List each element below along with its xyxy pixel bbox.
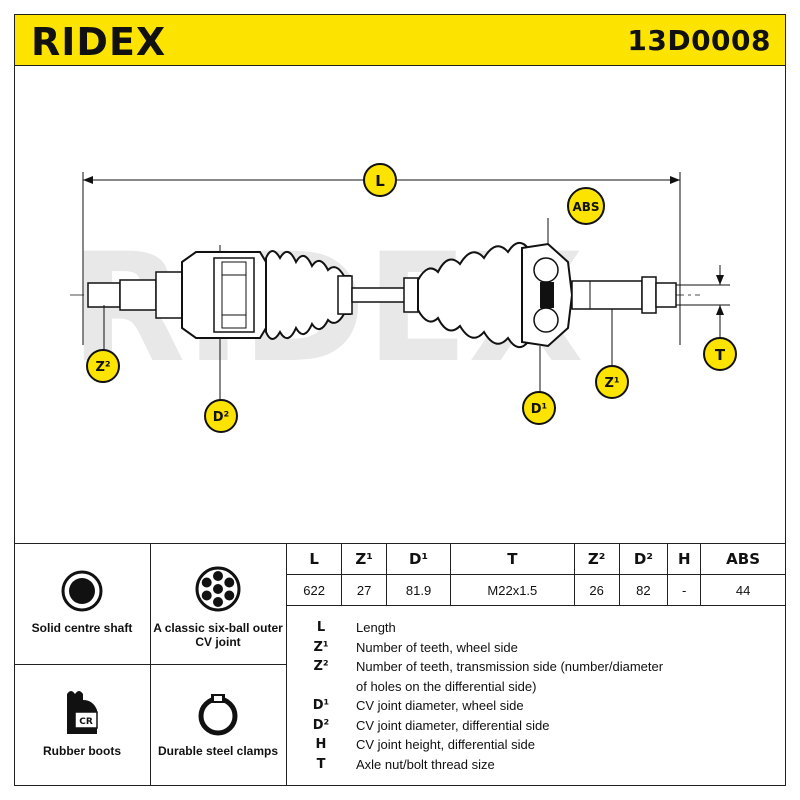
logo-text: RIDEX: [31, 21, 166, 61]
spec-value-row: 622 27 81.9 M22x1.5 26 82 - 44: [285, 574, 786, 606]
legend-text: Axle nut/bolt thread size: [356, 756, 495, 772]
feature-solid-shaft: Solid centre shaft: [14, 551, 150, 635]
spec-legend: L Length Z¹ Number of teeth, wheel side Z²…: [286, 613, 786, 786]
legend-key: L: [316, 620, 326, 635]
feature-label: Rubber boots: [43, 744, 121, 758]
legend-text: of holes on the differential side): [356, 678, 537, 694]
axle-nut: [641, 276, 657, 314]
legend-text: CV joint diameter, differential side: [356, 717, 550, 733]
main-shaft: [351, 287, 413, 303]
feature-table-divider: [286, 543, 287, 786]
header-bar: RIDEX 13D0008: [14, 14, 786, 66]
svg-text:ABS: ABS: [572, 200, 599, 214]
spec-value-cell: -: [667, 574, 702, 606]
legend-key: Z¹: [313, 639, 329, 655]
feature-steel-clamps: Durable steel clamps: [150, 674, 286, 758]
spec-header-cell: Z²: [573, 543, 620, 575]
outer-splined-shaft: [571, 280, 643, 310]
l-arrow-right: [670, 176, 680, 184]
spec-header-cell: D¹: [386, 543, 452, 575]
badge-l: L: [363, 163, 397, 197]
legend-row: of holes on the differential side): [286, 677, 786, 697]
abs-ring: [540, 282, 554, 308]
spec-header-cell: L: [285, 543, 343, 575]
steel-clamp-icon: [198, 694, 238, 736]
legend-row: D² CV joint diameter, differential side: [286, 716, 786, 736]
spec-header-cell: Z¹: [341, 543, 388, 575]
legend-text: CV joint diameter, wheel side: [356, 698, 524, 713]
legend-text: Number of teeth, transmission side (numb…: [356, 659, 664, 674]
legend-key: D²: [312, 717, 330, 733]
l-arrow-left: [83, 176, 93, 184]
badge-t: T: [703, 337, 737, 371]
spec-value-cell: M22x1.5: [450, 574, 575, 606]
badge-d1: D¹: [522, 391, 556, 425]
cv-ball-upper: [533, 257, 559, 283]
legend-row: D¹ CV joint diameter, wheel side: [286, 696, 786, 716]
feature-grid: Solid centre shaft A classic six-ball ou…: [14, 543, 286, 786]
drive-shaft-drawing: RIDEX: [70, 163, 737, 433]
six-ball-cv-joint-icon: [195, 566, 241, 612]
legend-key: Z²: [313, 659, 329, 674]
badge-z2: Z²: [86, 349, 120, 383]
svg-text:D²: D²: [213, 410, 230, 425]
legend-key: [286, 677, 356, 697]
spec-header-row: L Z¹ D¹ T Z² D² H ABS: [285, 543, 786, 575]
svg-text:L: L: [375, 172, 385, 190]
inner-boot-clamp: [337, 275, 353, 315]
badge-d2: D²: [204, 399, 238, 433]
inner-tripod: [221, 261, 247, 329]
svg-text:Z²: Z²: [95, 360, 110, 375]
cv-ball-lower: [533, 307, 559, 333]
spec-header-cell: ABS: [700, 543, 786, 575]
legend-key: T: [316, 756, 326, 772]
feature-label: A classic six-ball outer CV joint: [153, 621, 283, 649]
spec-value-cell: 44: [700, 574, 786, 606]
legend-text: Length: [356, 620, 396, 635]
feature-rubber-boots: CR Rubber boots: [14, 674, 150, 758]
inner-shaft-flange: [155, 271, 183, 319]
legend-row: Z¹ Number of teeth, wheel side: [286, 638, 786, 658]
feature-divider-h: [14, 664, 286, 665]
content-frame: [14, 66, 786, 786]
rubber-boot-cr-icon: CR: [67, 691, 98, 734]
badge-abs: ABS: [567, 187, 605, 225]
feature-six-ball-joint: A classic six-ball outer CV joint: [150, 551, 286, 649]
spec-value-cell: 82: [618, 574, 669, 606]
threaded-end: [655, 282, 677, 308]
spec-value-cell: 622: [285, 574, 343, 606]
spec-header-cell: H: [667, 543, 702, 575]
spec-table: L Z¹ D¹ T Z² D² H ABS 622 27 81.9 M22x1.…: [285, 543, 786, 606]
legend-text: Number of teeth, wheel side: [356, 639, 518, 655]
ridex-logo-mark: RIDEX: [31, 20, 166, 64]
spec-value-cell: 81.9: [386, 574, 452, 606]
solid-shaft-icon: [61, 570, 103, 612]
part-number: 13D0008: [627, 24, 771, 57]
legend-row: L Length: [286, 618, 786, 638]
feature-label: Solid centre shaft: [31, 621, 133, 635]
badge-z1: Z¹: [595, 365, 629, 399]
ridex-logo: RIDEX: [31, 20, 201, 66]
spec-header-cell: D²: [618, 543, 669, 575]
svg-text:Z¹: Z¹: [604, 376, 619, 391]
legend-row: T Axle nut/bolt thread size: [286, 755, 786, 775]
spec-value-cell: 27: [341, 574, 388, 606]
inner-splined-shaft: [87, 282, 121, 308]
legend-text: CV joint height, differential side: [356, 737, 535, 752]
inner-shaft-collar: [119, 279, 157, 311]
legend-key: D¹: [312, 698, 330, 713]
legend-key: H: [315, 737, 327, 752]
spec-header-cell: T: [450, 543, 575, 575]
feature-label: Durable steel clamps: [157, 744, 279, 758]
svg-text:D¹: D¹: [531, 402, 548, 417]
svg-text:CR: CR: [79, 717, 93, 727]
outer-boot-clamp: [403, 277, 419, 313]
legend-row: H CV joint height, differential side: [286, 735, 786, 755]
spec-value-cell: 26: [573, 574, 620, 606]
svg-text:T: T: [715, 346, 726, 364]
legend-row: Z² Number of teeth, transmission side (nu…: [286, 657, 786, 677]
